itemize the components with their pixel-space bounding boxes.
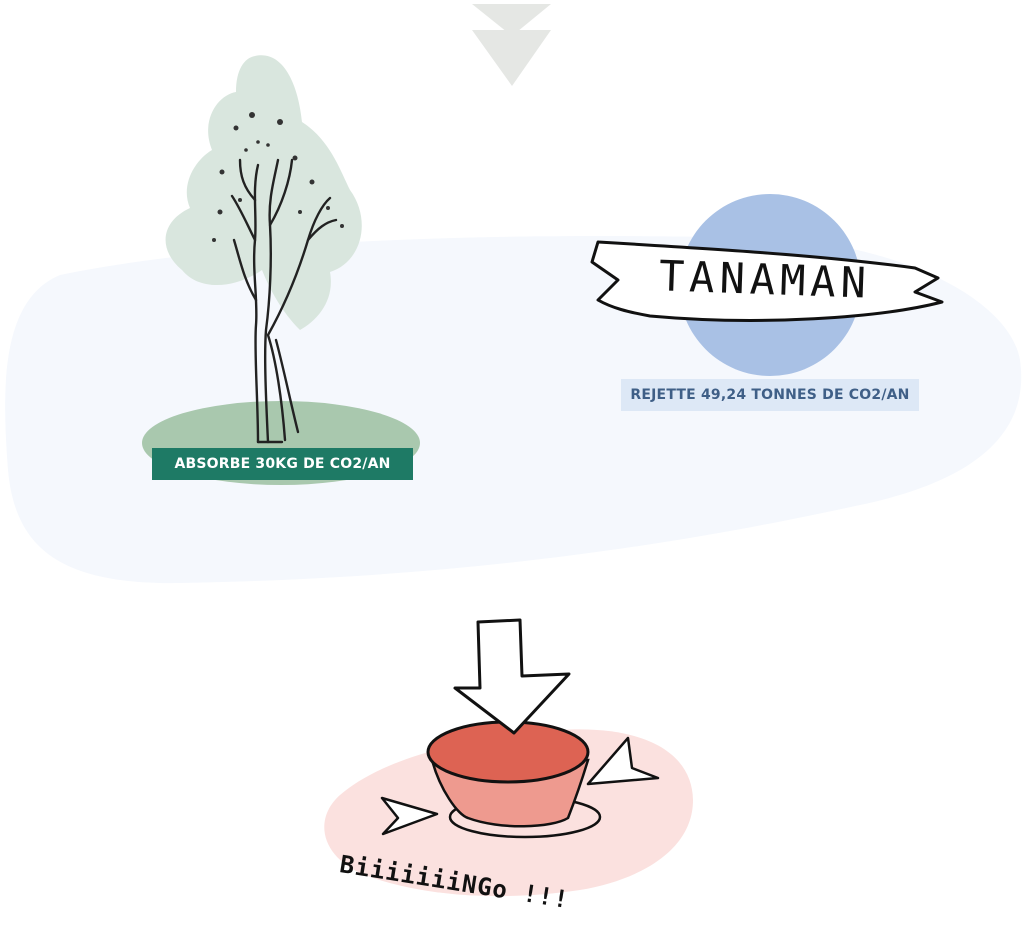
tanaman-illustration [590,194,944,376]
button-illustration [324,618,693,897]
tree-absorption-label: ABSORBE 30KG DE CO2/AN [152,448,413,480]
chevron-down-icon [472,4,551,86]
impact-arrow-left-icon [380,796,439,836]
button-top [426,720,590,784]
human-emission-label: REJETTE 49,24 TONNES DE CO2/AN [621,379,919,411]
impact-arrow-right-icon [586,736,660,786]
arrow-down-icon [453,618,571,735]
banner-ribbon [590,240,944,322]
banner-text: TANAMAN [658,251,872,308]
tree-foliage [165,55,362,330]
